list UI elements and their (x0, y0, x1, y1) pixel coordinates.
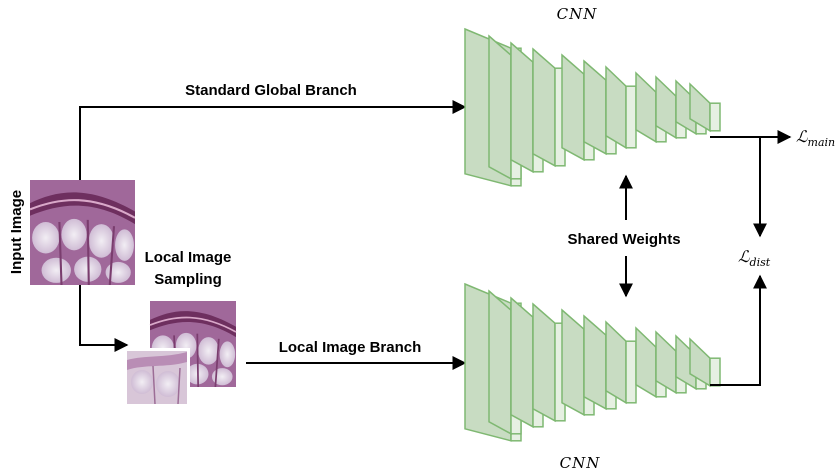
dist-loss-symbol: ℒ (738, 247, 750, 266)
local-sampling-label-2: Sampling (154, 271, 222, 288)
cnn-bottom-label: CNN (560, 454, 601, 472)
sampling-arrow (79, 285, 129, 352)
input-image (30, 180, 135, 285)
shared-weights-label: Shared Weights (567, 231, 680, 248)
cnn-layer (532, 302, 566, 423)
cnn-top-label: CNN (557, 5, 598, 23)
cnn-bottom (464, 282, 721, 442)
dist-loss-subscript: dist (750, 256, 771, 269)
cnn-top (464, 27, 721, 187)
local-branch-label: Local Image Branch (279, 339, 422, 356)
local-sampling-label-1: Local Image (145, 249, 232, 266)
local-crop-front (124, 348, 190, 406)
dist-loss-label: ℒdist (738, 247, 771, 269)
cnn-layer (532, 47, 566, 168)
global-branch-arrow (79, 100, 467, 180)
cnn-layer (605, 65, 637, 150)
main-loss-symbol: ℒ (796, 127, 808, 146)
main-loss-subscript: main (808, 136, 836, 149)
cnn-layer (689, 82, 721, 133)
bottom-to-dist-arrow (710, 274, 767, 386)
main-loss-label: ℒmain (796, 127, 835, 149)
cnn-layer (605, 320, 637, 405)
input-image-label: Input Image (8, 190, 25, 274)
global-branch-label: Standard Global Branch (185, 82, 357, 99)
